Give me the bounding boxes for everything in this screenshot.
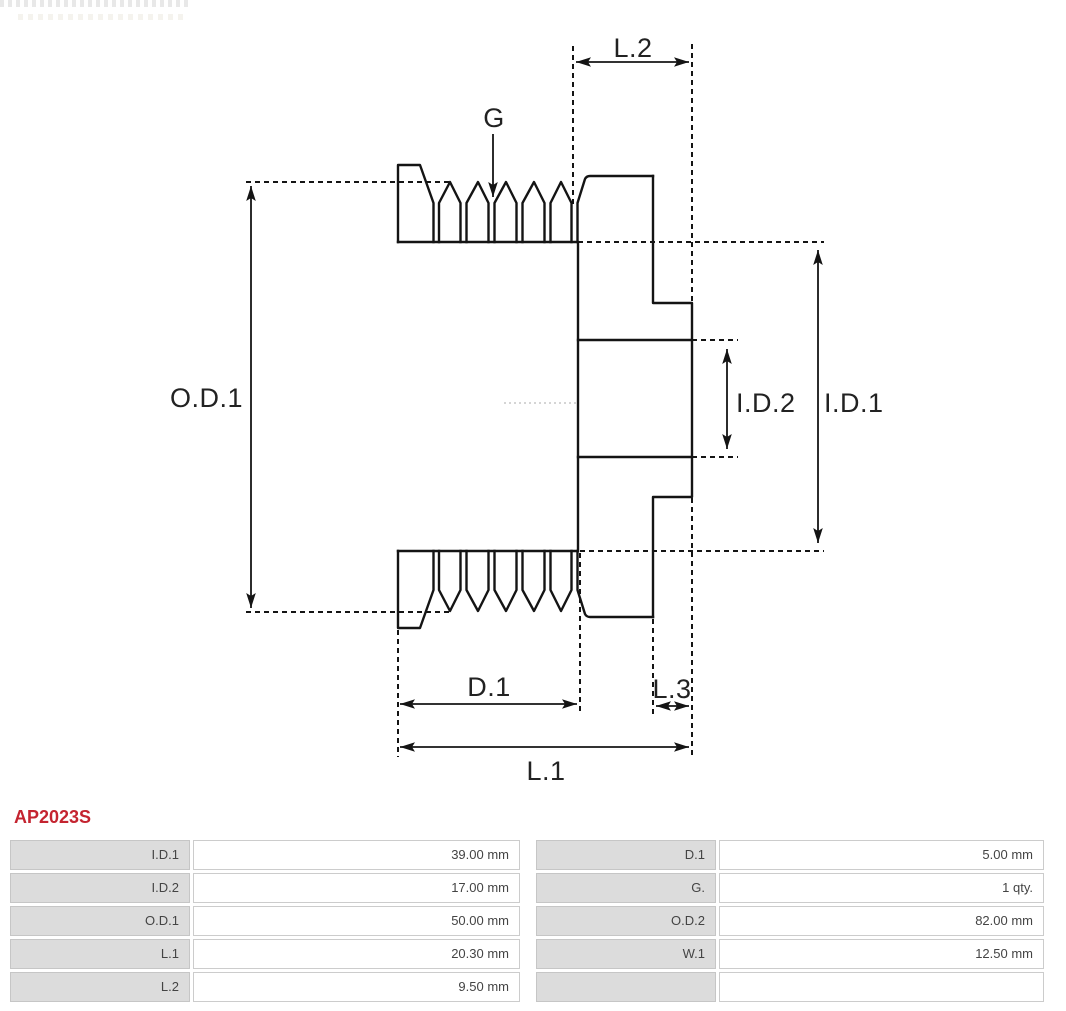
dimension-extension-lines bbox=[246, 44, 824, 757]
g-label: G bbox=[483, 103, 505, 133]
pulley-hub bbox=[576, 174, 694, 619]
table-row bbox=[536, 972, 1044, 1002]
dim-label-cell: I.D.1 bbox=[10, 840, 190, 870]
dim-value-cell: 17.00 mm bbox=[193, 873, 520, 903]
table-row: G. 1 qty. bbox=[536, 873, 1044, 903]
dim-value-cell: 20.30 mm bbox=[193, 939, 520, 969]
dim-value-cell: 82.00 mm bbox=[719, 906, 1044, 936]
dim-value-cell bbox=[719, 972, 1044, 1002]
dim-label-cell: I.D.2 bbox=[10, 873, 190, 903]
dim-label-cell: D.1 bbox=[536, 840, 716, 870]
dim-value-cell: 12.50 mm bbox=[719, 939, 1044, 969]
d1-label: D.1 bbox=[467, 672, 511, 702]
pulley-outline bbox=[396, 163, 694, 630]
dim-value-cell: 50.00 mm bbox=[193, 906, 520, 936]
dim-label-cell: W.1 bbox=[536, 939, 716, 969]
dim-label-cell: O.D.1 bbox=[10, 906, 190, 936]
dim-label-cell bbox=[536, 972, 716, 1002]
pulley-technical-drawing: O.D.1 I.D.2 I.D.1 G L.2 D.1 L.3 L.1 bbox=[170, 33, 884, 786]
table-row: L.2 9.50 mm bbox=[10, 972, 520, 1002]
pulley-bottom-groove-profile bbox=[396, 549, 655, 630]
dim-value-cell: 1 qty. bbox=[719, 873, 1044, 903]
dimensions-table-right-column: D.1 5.00 mm G. 1 qty. O.D.2 82.00 mm W.1… bbox=[536, 840, 1044, 1002]
table-row: I.D.2 17.00 mm bbox=[10, 873, 520, 903]
dim-value-cell: 39.00 mm bbox=[193, 840, 520, 870]
dimension-labels: O.D.1 I.D.2 I.D.1 G L.2 D.1 L.3 L.1 bbox=[170, 33, 884, 786]
dimensions-table: I.D.1 39.00 mm I.D.2 17.00 mm O.D.1 50.0… bbox=[10, 840, 1044, 1002]
l2-label: L.2 bbox=[613, 33, 652, 63]
dim-label-cell: L.2 bbox=[10, 972, 190, 1002]
id2-label: I.D.2 bbox=[736, 388, 796, 418]
dim-label-cell: L.1 bbox=[10, 939, 190, 969]
id1-label: I.D.1 bbox=[824, 388, 884, 418]
table-row: O.D.2 82.00 mm bbox=[536, 906, 1044, 936]
pulley-top-groove-profile bbox=[396, 163, 655, 244]
table-row: W.1 12.50 mm bbox=[536, 939, 1044, 969]
od1-label: O.D.1 bbox=[170, 383, 243, 413]
l3-label: L.3 bbox=[652, 674, 691, 704]
dimensions-table-left-column: I.D.1 39.00 mm I.D.2 17.00 mm O.D.1 50.0… bbox=[10, 840, 520, 1002]
dimension-arrows bbox=[246, 57, 823, 752]
dim-value-cell: 9.50 mm bbox=[193, 972, 520, 1002]
part-number-link[interactable]: AP2023S bbox=[14, 807, 92, 827]
dim-label-cell: O.D.2 bbox=[536, 906, 716, 936]
table-row: I.D.1 39.00 mm bbox=[10, 840, 520, 870]
pulley-body bbox=[396, 240, 580, 553]
table-row: O.D.1 50.00 mm bbox=[10, 906, 520, 936]
table-row: L.1 20.30 mm bbox=[10, 939, 520, 969]
l1-label: L.1 bbox=[526, 756, 565, 786]
table-row: D.1 5.00 mm bbox=[536, 840, 1044, 870]
dim-value-cell: 5.00 mm bbox=[719, 840, 1044, 870]
dim-label-cell: G. bbox=[536, 873, 716, 903]
